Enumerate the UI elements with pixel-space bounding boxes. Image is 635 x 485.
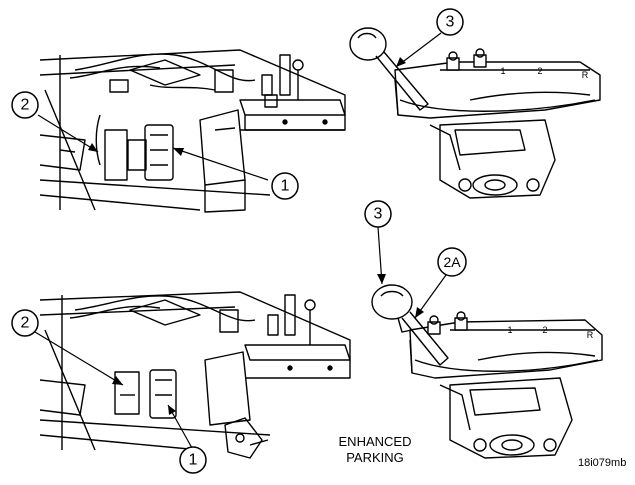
callout-number: 1 <box>281 178 290 195</box>
callout-number: 3 <box>446 14 455 31</box>
gate-mark-r: R <box>582 70 589 80</box>
callout-top-right-3: 3 <box>395 8 464 68</box>
callout-number: 3 <box>374 206 383 223</box>
callout-bottom-right-3: 3 <box>364 200 392 285</box>
figure-id: 18i079mb <box>578 457 627 469</box>
gate-mark-1: 1 <box>507 325 512 335</box>
top-left-mechanism <box>39 49 346 213</box>
gate-mark-r: R <box>587 330 594 340</box>
callout-top-left-1: 1 <box>172 147 299 200</box>
callout-number: 2 <box>21 97 30 114</box>
caption-line-1: ENHANCED <box>338 434 412 449</box>
callout-bottom-right-2a: 2A <box>414 247 467 319</box>
top-right-shifter <box>349 27 601 199</box>
bottom-right-shifter <box>371 284 603 459</box>
callout-bottom-left-2: 2 <box>11 309 124 386</box>
bottom-left-mechanism <box>39 291 351 459</box>
callout-number: 1 <box>189 452 198 469</box>
callout-top-left-2: 2 <box>11 91 99 153</box>
enhanced-parking-caption: ENHANCED PARKING <box>320 434 430 466</box>
callout-number: 2A <box>443 254 461 270</box>
caption-line-2: PARKING <box>346 450 404 465</box>
callout-number: 2 <box>21 315 30 332</box>
gate-mark-2: 2 <box>537 66 542 76</box>
callout-bottom-left-1: 1 <box>167 404 207 474</box>
gate-mark-1: 1 <box>500 66 505 76</box>
gate-mark-2: 2 <box>542 325 547 335</box>
